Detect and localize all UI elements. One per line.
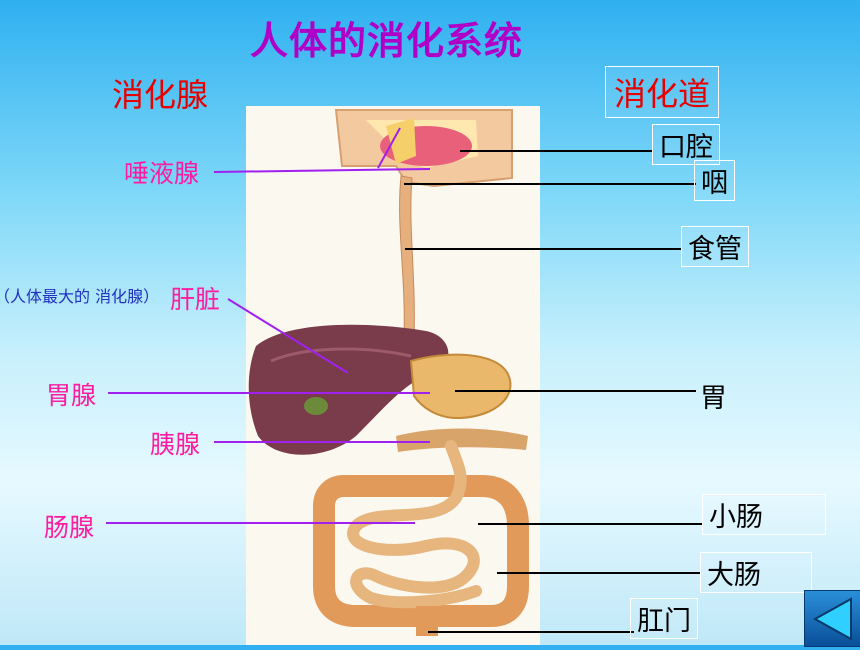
- intestinal-gland-label: 肠腺: [44, 513, 95, 542]
- digestive-organs-drawing: [248, 109, 529, 636]
- pancreas-label: 胰腺: [150, 430, 201, 459]
- anus-label: 肛门: [630, 598, 698, 639]
- liver-pointer: [227, 298, 349, 374]
- stomach-label: 胃: [700, 383, 727, 414]
- salivary-gland-label: 唾液腺: [124, 159, 200, 188]
- salivary-pointer: [213, 168, 431, 173]
- esophagus-label: 食管: [681, 226, 749, 267]
- digestive-system-illustration: [246, 106, 540, 645]
- gastric-gland-label: 胃腺: [46, 381, 97, 410]
- salivary-pointer-branch: [377, 127, 401, 169]
- glands-header: 消化腺: [112, 76, 209, 114]
- back-button[interactable]: [804, 590, 860, 647]
- large-intestine-label: 大肠: [700, 552, 812, 593]
- mouth-label: 口腔: [652, 124, 720, 165]
- small-intestine-label: 小肠: [702, 494, 826, 535]
- liver-note: （人体最大的 消化腺）: [0, 287, 160, 306]
- page-title: 人体的消化系统: [250, 19, 524, 63]
- pharynx-label: 咽: [694, 160, 735, 201]
- back-arrow-icon: [812, 597, 852, 641]
- liver-label: 肝脏: [170, 285, 221, 314]
- tract-header: 消化道: [605, 66, 720, 118]
